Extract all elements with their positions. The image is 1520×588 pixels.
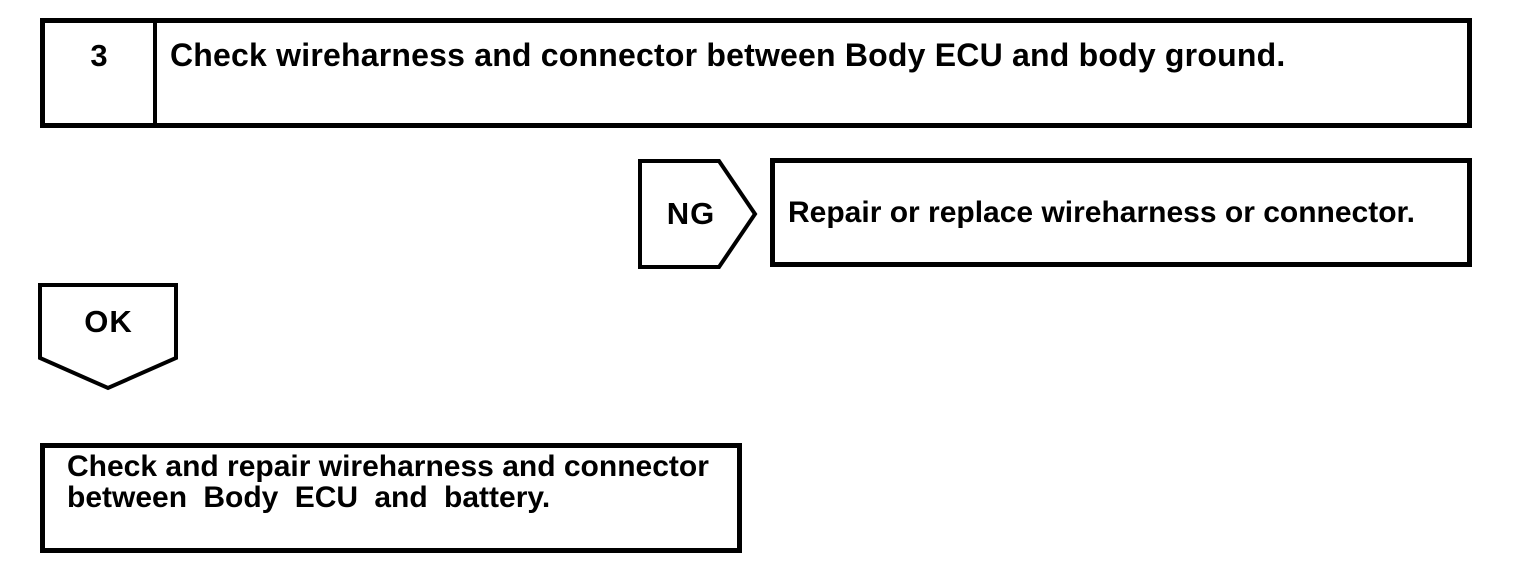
ok-label: OK bbox=[84, 304, 133, 339]
ng-label: NG bbox=[666, 196, 716, 231]
ok-pentagon-icon bbox=[38, 283, 178, 391]
ok-action-line1: Check and repair wireharness and connect… bbox=[67, 450, 709, 483]
ok-action-box: Check and repair wireharness and connect… bbox=[40, 443, 742, 553]
ok-action-line2: between Body ECU and battery. bbox=[67, 481, 551, 514]
step-box: 3 Check wireharness and connector betwee… bbox=[40, 18, 1472, 128]
ng-connector: NG bbox=[638, 159, 759, 269]
ng-pentagon-icon bbox=[638, 159, 758, 269]
ng-action-box: Repair or replace wireharness or connect… bbox=[770, 158, 1472, 267]
step-instruction: Check wireharness and connector between … bbox=[170, 37, 1286, 73]
step-number-cell: 3 bbox=[45, 23, 157, 123]
step-instruction-cell: Check wireharness and connector between … bbox=[157, 23, 1467, 123]
ng-action-text: Repair or replace wireharness or connect… bbox=[788, 195, 1415, 229]
step-number: 3 bbox=[90, 38, 108, 73]
ok-connector: OK bbox=[38, 283, 179, 391]
